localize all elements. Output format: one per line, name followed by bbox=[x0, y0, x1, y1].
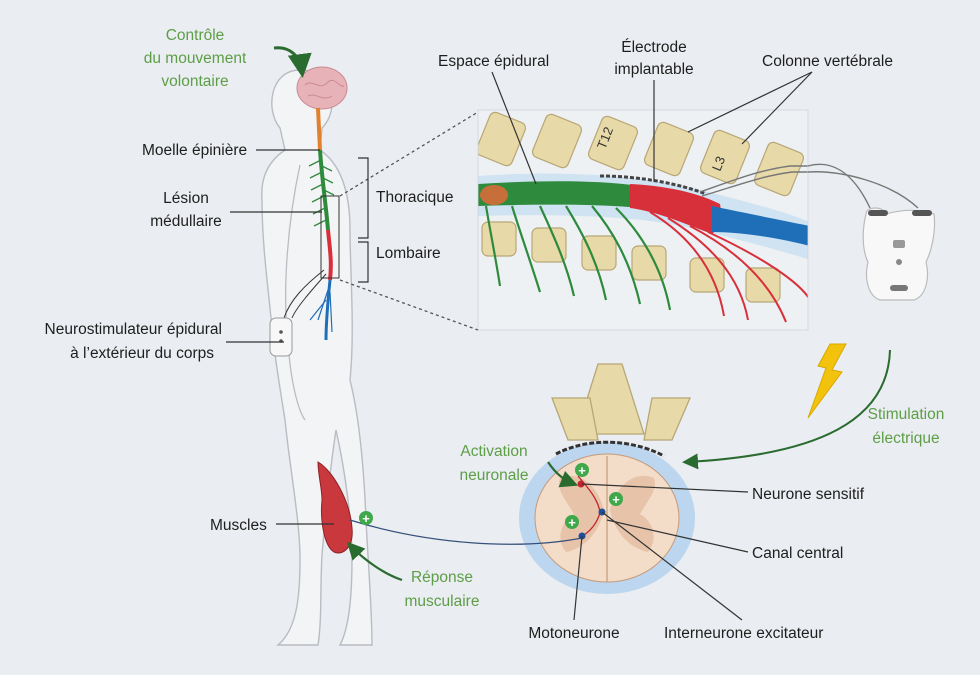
muscle-response-label-1: Réponse bbox=[411, 569, 473, 586]
plus-icon: + bbox=[565, 515, 579, 530]
central-canal-label: Canal central bbox=[752, 545, 843, 562]
stimulation-label-2: électrique bbox=[872, 430, 939, 447]
voluntary-control-arrow bbox=[273, 46, 312, 78]
body-spinal-cord bbox=[283, 107, 335, 341]
epidural-space-label: Espace épidural bbox=[438, 53, 549, 70]
brain-icon bbox=[296, 66, 348, 110]
svg-text:+: + bbox=[568, 515, 576, 530]
calf-muscle bbox=[317, 461, 353, 554]
muscles-label: Muscles bbox=[210, 517, 267, 534]
electrode-label-2: implantable bbox=[614, 61, 693, 78]
vertebra-l3-label: L3 bbox=[709, 154, 728, 173]
muscle-response-arrow bbox=[346, 541, 403, 582]
spine-label: Colonne vertébrale bbox=[762, 53, 893, 70]
voluntary-control-label-3: volontaire bbox=[161, 73, 228, 90]
thoracic-label: Thoracique bbox=[376, 189, 454, 206]
sensory-neuron-label: Neurone sensitif bbox=[752, 486, 865, 503]
activation-label-2: neuronale bbox=[460, 467, 529, 484]
lightning-icon bbox=[807, 343, 847, 419]
sensory-neuron-dot bbox=[577, 480, 585, 488]
leader-lines bbox=[226, 71, 813, 621]
lesion-label-2: médullaire bbox=[150, 213, 222, 230]
activation-arrow bbox=[547, 461, 579, 488]
neurostimulator-label-1: Neurostimulateur épidural bbox=[45, 321, 222, 338]
motor-axon bbox=[349, 519, 583, 545]
plus-icon: + bbox=[575, 463, 589, 478]
vertebrae-upper bbox=[478, 111, 805, 197]
electrode-label-1: Électrode bbox=[621, 39, 686, 56]
human-figure bbox=[261, 69, 373, 646]
vertebra-cross-section: + + + bbox=[519, 363, 695, 594]
motoneuron-label: Motoneurone bbox=[528, 625, 619, 642]
plus-icon: + bbox=[609, 492, 623, 507]
external-stimulator-icon bbox=[807, 163, 936, 301]
zoom-line-top bbox=[339, 111, 479, 197]
zoom-box bbox=[320, 195, 340, 279]
activation-label-1: Activation bbox=[460, 443, 527, 460]
stimulation-arrow bbox=[682, 349, 891, 470]
svg-text:+: + bbox=[362, 511, 370, 526]
lumbar-label: Lombaire bbox=[376, 245, 441, 262]
interneuron-label: Interneurone excitateur bbox=[664, 625, 823, 642]
muscle-response-label-2: musculaire bbox=[405, 593, 480, 610]
stimulation-label-1: Stimulation bbox=[868, 406, 945, 423]
voluntary-control-label-1: Contrôle bbox=[166, 27, 225, 44]
spine-zoom-panel: T12 L3 bbox=[478, 110, 808, 330]
neurostimulator-label-2: à l’extérieur du corps bbox=[70, 345, 214, 362]
plus-icon: + bbox=[359, 511, 373, 526]
zoom-line-bottom bbox=[339, 279, 479, 331]
spinal-cord-label: Moelle épinière bbox=[142, 142, 247, 159]
stimulator-device-icon bbox=[269, 317, 293, 357]
svg-text:+: + bbox=[612, 492, 620, 507]
svg-text:+: + bbox=[578, 463, 586, 478]
voluntary-control-label-2: du mouvement bbox=[144, 50, 247, 67]
lesion-label-1: Lésion bbox=[163, 190, 209, 207]
